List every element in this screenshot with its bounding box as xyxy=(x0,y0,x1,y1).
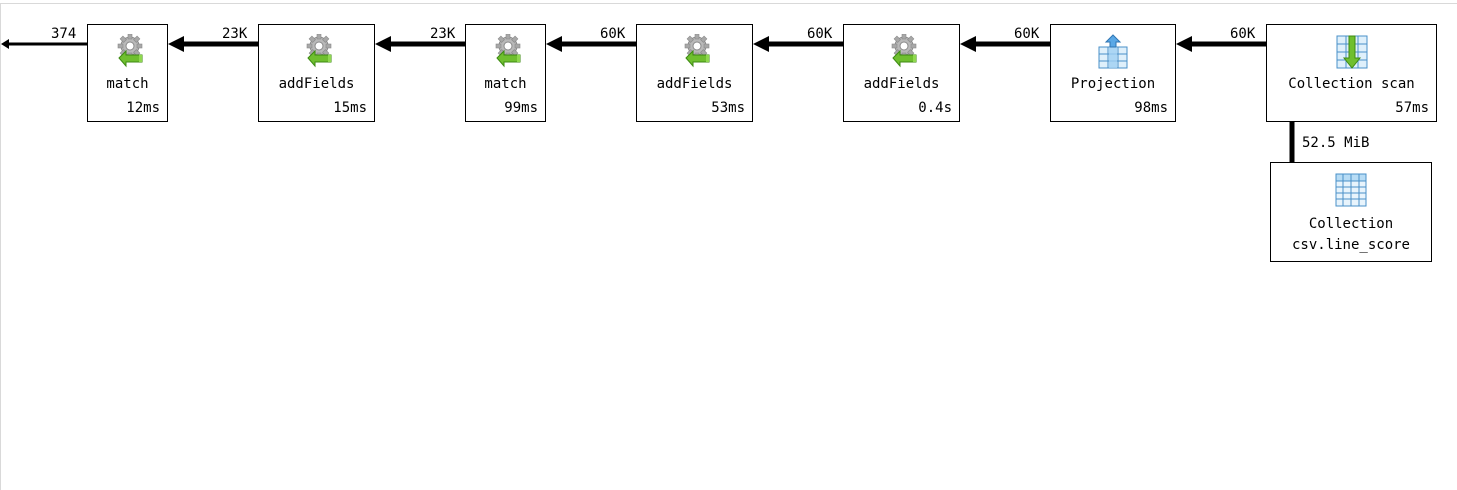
gear-filter-icon xyxy=(110,33,146,70)
output-row-count-label: 374 xyxy=(51,26,77,42)
gear-filter-icon xyxy=(884,33,920,70)
gear-filter-icon xyxy=(299,33,335,70)
stage-name: addFields xyxy=(656,76,733,92)
stage-time: 99ms xyxy=(504,100,538,116)
edge-4-arrowhead xyxy=(960,36,976,52)
stage-time: 12ms xyxy=(126,100,160,116)
edge-3-arrowhead xyxy=(753,36,769,52)
edge-row-count-label: 60K xyxy=(1230,26,1256,42)
source-size-label: 52.5 MiB xyxy=(1302,135,1370,151)
stage-time: 98ms xyxy=(1134,100,1168,116)
edge-row-count-label: 23K xyxy=(430,26,456,42)
stage-time: 0.4s xyxy=(918,100,952,116)
edge-2-arrowhead xyxy=(546,36,562,52)
stage-node-match[interactable]: match 99ms xyxy=(465,24,546,122)
projection-table-icon xyxy=(1095,34,1131,70)
stage-name: Projection xyxy=(1070,76,1156,92)
edge-row-count-label: 23K xyxy=(222,26,248,42)
edge-row-count-label: 60K xyxy=(807,26,833,42)
gear-filter-icon xyxy=(488,33,524,70)
stage-name: addFields xyxy=(863,76,940,92)
source-collection-name: csv.line_score xyxy=(1291,237,1410,253)
stage-node-addfields[interactable]: addFields 15ms xyxy=(258,24,375,122)
collection-scan-icon xyxy=(1334,34,1370,70)
stage-name: addFields xyxy=(278,76,355,92)
source-title: Collection xyxy=(1308,216,1394,232)
stage-time: 15ms xyxy=(333,100,367,116)
source-label: Collection csv.line_score xyxy=(1271,214,1431,256)
stage-time: 53ms xyxy=(711,100,745,116)
stage-name: match xyxy=(484,76,527,92)
edge-row-count-label: 60K xyxy=(1014,26,1040,42)
stage-node-addfields[interactable]: addFields 0.4s xyxy=(843,24,960,122)
edge-0-arrowhead xyxy=(168,36,184,52)
edge-row-count-label: 60K xyxy=(600,26,626,42)
edge-5-arrowhead xyxy=(1176,36,1192,52)
edge-1-arrowhead xyxy=(375,36,391,52)
gear-filter-icon xyxy=(677,33,713,70)
stage-name: Collection scan xyxy=(1288,76,1415,92)
stage-node-match[interactable]: match 12ms xyxy=(87,24,168,122)
left-border xyxy=(0,3,1,490)
stage-node-collection-scan[interactable]: Collection scan 57ms xyxy=(1266,24,1437,122)
output-edge-arrowhead xyxy=(1,39,9,49)
stage-node-projection[interactable]: Projection 98ms xyxy=(1050,24,1176,122)
source-node-collection[interactable]: Collection csv.line_score xyxy=(1270,162,1432,262)
stage-name: match xyxy=(106,76,149,92)
stage-time: 57ms xyxy=(1395,100,1429,116)
table-icon xyxy=(1333,172,1369,208)
stage-node-addfields[interactable]: addFields 53ms xyxy=(636,24,753,122)
top-border xyxy=(0,3,1457,4)
